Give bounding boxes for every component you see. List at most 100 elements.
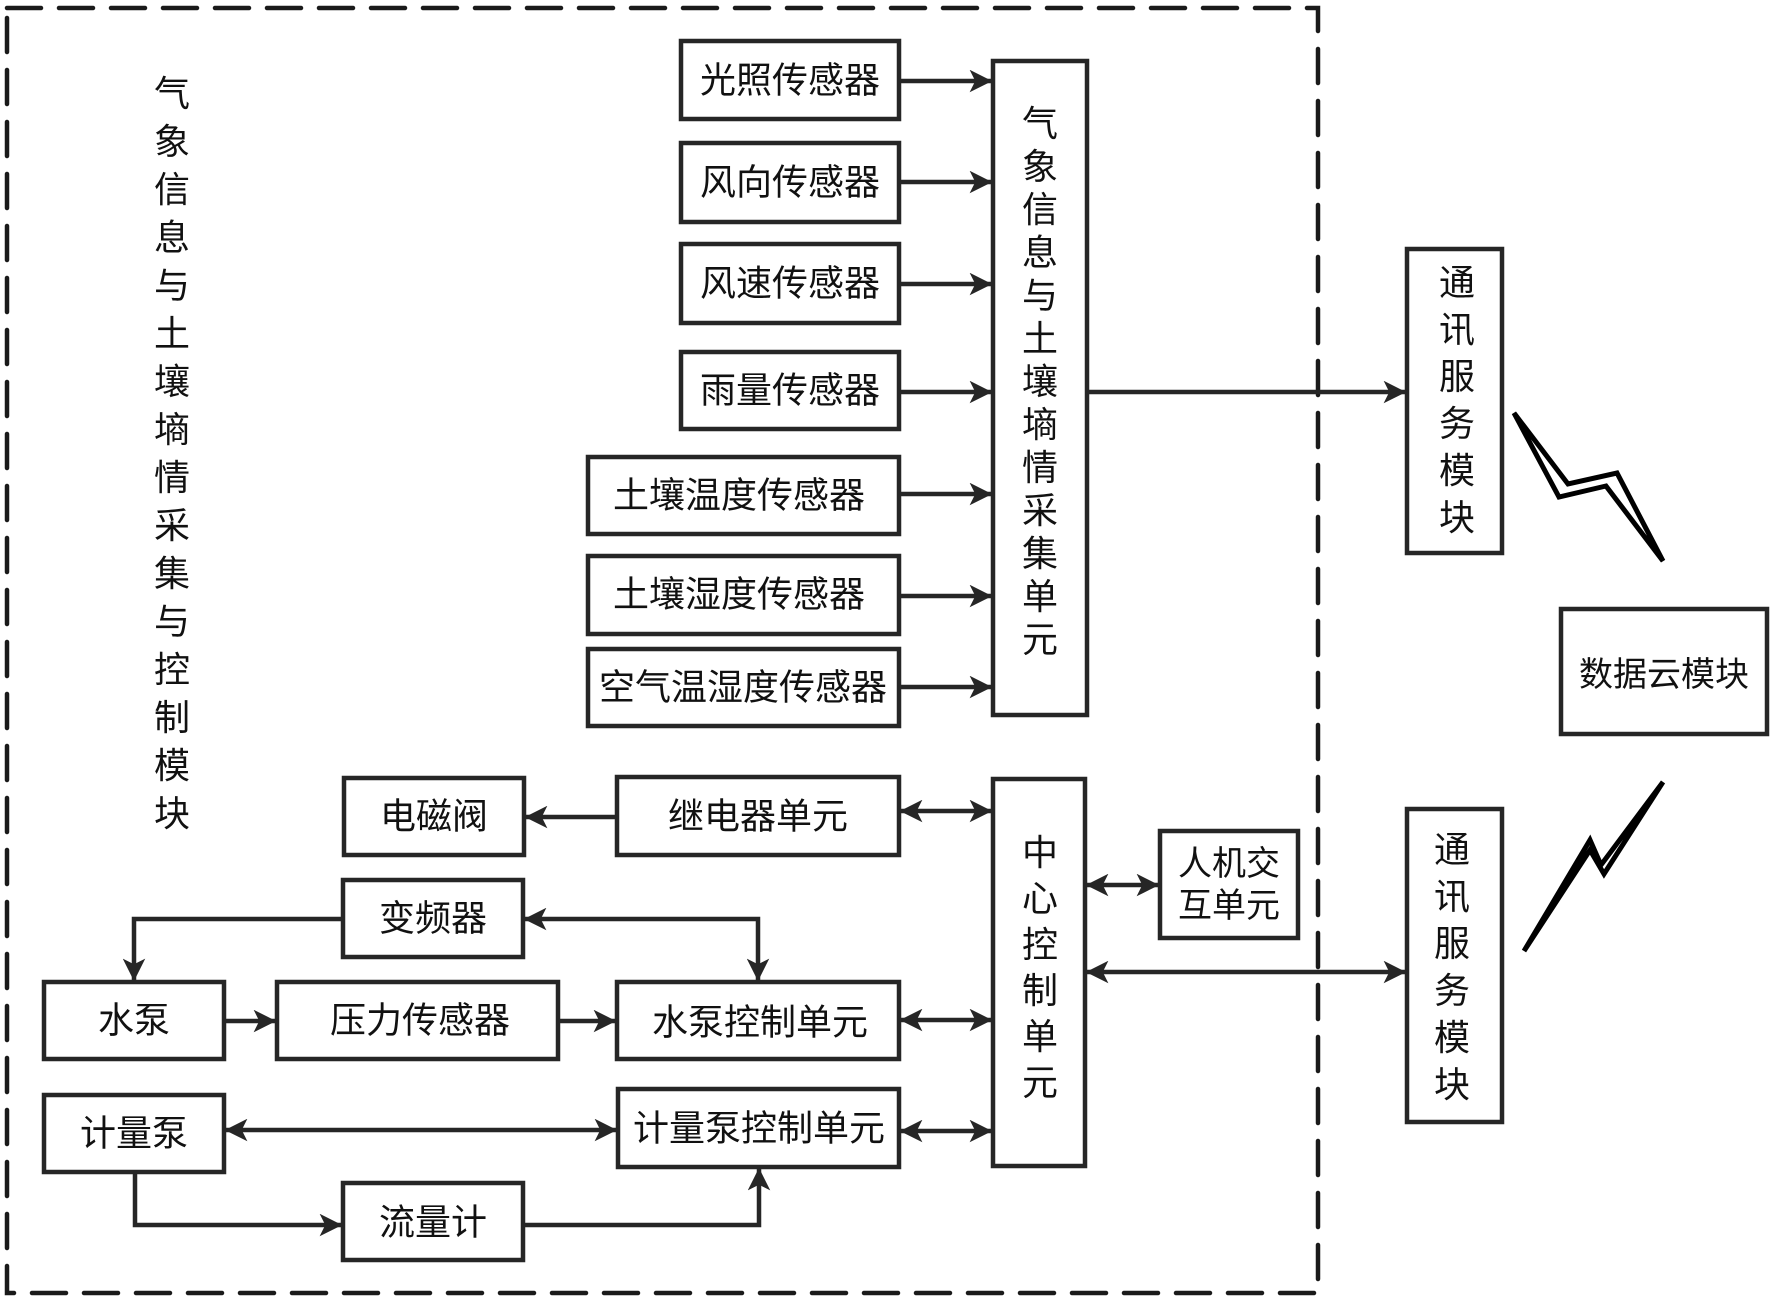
- inverter-label: 变频器: [379, 899, 487, 940]
- module-label-text: 气象信息与土壤墒情采集与控制模块: [154, 74, 190, 835]
- vertical-label-char: 模: [1439, 451, 1475, 492]
- central-control-unit[interactable]: 中心控制单元: [990, 776, 1088, 1169]
- vertical-label-char: 心: [1022, 879, 1058, 920]
- metering-pump-control-unit[interactable]: 计量泵控制单元: [615, 1086, 902, 1170]
- vertical-label-char: 服: [1439, 357, 1475, 398]
- comm-module-1-label: 通讯服务模块: [1439, 263, 1475, 539]
- water-pump[interactable]: 水泵: [41, 979, 227, 1062]
- sensor-air-temp-humidity-label: 空气温湿度传感器: [599, 668, 887, 709]
- vertical-label-char: 墒: [1022, 405, 1058, 446]
- vertical-label-char: 模: [154, 746, 190, 787]
- vertical-label-char: 息: [154, 218, 190, 259]
- sensor-soil-temperature-label: 土壤温度传感器: [613, 476, 865, 517]
- vertical-label-char: 块: [154, 794, 190, 835]
- vertical-label-char: 讯: [1434, 877, 1470, 918]
- sensor-connectors: [899, 69, 993, 699]
- pump-control-unit[interactable]: 水泵控制单元: [614, 979, 902, 1062]
- vertical-label-char: 气: [1022, 104, 1058, 145]
- arrow-inverter-to-water-pump: [122, 916, 343, 982]
- vertical-label-char: 务: [1434, 971, 1470, 1012]
- pump-control-unit-label: 水泵控制单元: [652, 1003, 868, 1044]
- sensor-light[interactable]: 光照传感器: [678, 38, 902, 122]
- sensor-soil-humidity-label: 土壤湿度传感器: [613, 575, 865, 616]
- arrow-flow-meter-to-metering-control: [523, 1167, 771, 1228]
- sensor-soil-humidity[interactable]: 土壤湿度传感器: [585, 553, 902, 637]
- metering-pump-label: 计量泵: [80, 1114, 188, 1155]
- vertical-label-char: 情: [154, 458, 190, 499]
- vertical-label-char: 墒: [154, 410, 190, 451]
- arrow-inverter-pump-control: [523, 907, 770, 982]
- vertical-label-char: 壤: [1022, 362, 1058, 403]
- control-connectors: [122, 799, 1407, 1237]
- hmi-unit-label-line2: 互单元: [1178, 886, 1280, 926]
- pressure-sensor-label: 压力传感器: [330, 1001, 510, 1042]
- wireless-link-icon-2: [1521, 780, 1666, 953]
- vertical-label-char: 象: [1022, 147, 1058, 188]
- central-control-unit-label: 中心控制单元: [1022, 833, 1058, 1104]
- vertical-label-char: 元: [1022, 1063, 1058, 1104]
- vertical-label-char: 壤: [154, 362, 190, 403]
- hmi-unit-label-line1: 人机交: [1178, 844, 1280, 884]
- relay-unit-label: 继电器单元: [668, 797, 848, 838]
- metering-pump[interactable]: 计量泵: [41, 1092, 227, 1175]
- solenoid-valve[interactable]: 电磁阀: [341, 775, 527, 858]
- inverter[interactable]: 变频器: [340, 877, 526, 960]
- vertical-label-char: 采: [154, 506, 190, 547]
- sensor-wind-direction[interactable]: 风向传感器: [678, 140, 902, 225]
- vertical-label-char: 通: [1434, 830, 1470, 871]
- collection-unit[interactable]: 气象信息与土壤墒情采集单元: [990, 58, 1090, 718]
- relay-unit[interactable]: 继电器单元: [614, 774, 902, 858]
- vertical-label-char: 服: [1434, 924, 1470, 965]
- vertical-label-char: 模: [1434, 1018, 1470, 1059]
- vertical-label-char: 元: [1022, 620, 1058, 661]
- vertical-label-char: 气: [154, 74, 190, 115]
- vertical-label-char: 控: [1022, 925, 1058, 966]
- vertical-label-char: 通: [1439, 263, 1475, 304]
- wireless-link-icon-1: [1511, 411, 1666, 563]
- sensor-light-label: 光照传感器: [700, 61, 880, 102]
- sensor-soil-temperature[interactable]: 土壤温度传感器: [585, 454, 902, 537]
- metering-pump-control-unit-label: 计量泵控制单元: [633, 1109, 885, 1150]
- arrow-metering-pump-to-flow-meter: [132, 1172, 343, 1237]
- vertical-label-char: 块: [1434, 1065, 1470, 1106]
- comm-module-1[interactable]: 通讯服务模块: [1404, 246, 1505, 556]
- vertical-label-char: 信: [1022, 190, 1058, 231]
- vertical-label-char: 制: [154, 698, 190, 739]
- vertical-label-char: 单: [1022, 1017, 1058, 1058]
- vertical-label-char: 集: [154, 554, 190, 595]
- vertical-label-char: 与: [154, 602, 190, 643]
- water-pump-label: 水泵: [98, 1001, 170, 1042]
- sensor-wind-speed-label: 风速传感器: [700, 264, 880, 305]
- vertical-label-char: 单: [1022, 577, 1058, 618]
- vertical-label-char: 中: [1022, 833, 1058, 874]
- vertical-label-char: 采: [1022, 491, 1058, 532]
- sensor-rain-label: 雨量传感器: [700, 371, 880, 412]
- comm-module-2-label: 通讯服务模块: [1434, 830, 1470, 1106]
- vertical-label-char: 控: [154, 650, 190, 691]
- vertical-label-char: 制: [1022, 971, 1058, 1012]
- comm-module-2[interactable]: 通讯服务模块: [1404, 806, 1505, 1125]
- pressure-sensor[interactable]: 压力传感器: [274, 979, 561, 1062]
- flow-meter-label: 流量计: [379, 1203, 487, 1244]
- sensor-wind-direction-label: 风向传感器: [700, 163, 880, 204]
- vertical-label-char: 块: [1439, 498, 1475, 539]
- collection-unit-label: 气象信息与土壤墒情采集单元: [1022, 104, 1058, 661]
- vertical-label-char: 集: [1022, 534, 1058, 575]
- data-cloud-module-label: 数据云模块: [1579, 655, 1749, 695]
- hmi-unit[interactable]: 人机交 互单元: [1157, 828, 1301, 941]
- vertical-label-char: 信: [154, 170, 190, 211]
- sensor-wind-speed[interactable]: 风速传感器: [678, 241, 902, 326]
- vertical-label-char: 情: [1022, 448, 1058, 489]
- module-boundary: [4, 5, 1321, 1296]
- solenoid-valve-label: 电磁阀: [380, 797, 488, 838]
- vertical-label-char: 讯: [1439, 310, 1475, 351]
- vertical-label-char: 土: [154, 314, 190, 355]
- vertical-label-char: 象: [154, 122, 190, 163]
- data-cloud-module[interactable]: 数据云模块: [1558, 606, 1770, 737]
- flow-meter[interactable]: 流量计: [340, 1180, 526, 1263]
- sensor-air-temp-humidity[interactable]: 空气温湿度传感器: [585, 646, 902, 729]
- vertical-label-char: 务: [1439, 404, 1475, 445]
- sensor-rain[interactable]: 雨量传感器: [678, 349, 902, 432]
- module-label: 气象信息与土壤墒情采集与控制模块: [154, 74, 190, 835]
